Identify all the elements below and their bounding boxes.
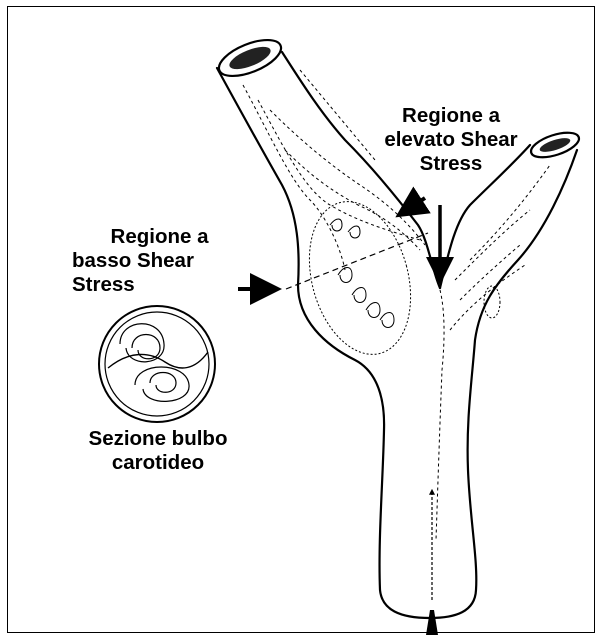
high-shear-label: Regione a elevato Shear Stress [356,104,546,176]
low-shear-line-1: Regione a [72,225,247,249]
ica-opening [214,33,286,84]
high-shear-line-1: Regione a [356,104,546,128]
high-shear-line-2: elevato Shear [356,128,546,152]
low-shear-label: Regione a basso Shear Stress [72,225,247,297]
section-line-1: Sezione bulbo [58,427,258,451]
section-label: Sezione bulbo carotideo [58,427,258,475]
low-shear-region [293,190,426,366]
low-shear-line-3: Stress [72,273,247,297]
low-shear-line-2: basso Shear [72,249,247,273]
high-shear-arrow-diagonal [402,198,425,213]
inflow-base [426,610,438,635]
low-shear-pointer-line [286,233,428,289]
high-shear-line-3: Stress [356,152,546,176]
bulb-cross-section [99,306,215,422]
section-line-2: carotideo [58,451,258,475]
recirculation-vortices [330,219,394,328]
